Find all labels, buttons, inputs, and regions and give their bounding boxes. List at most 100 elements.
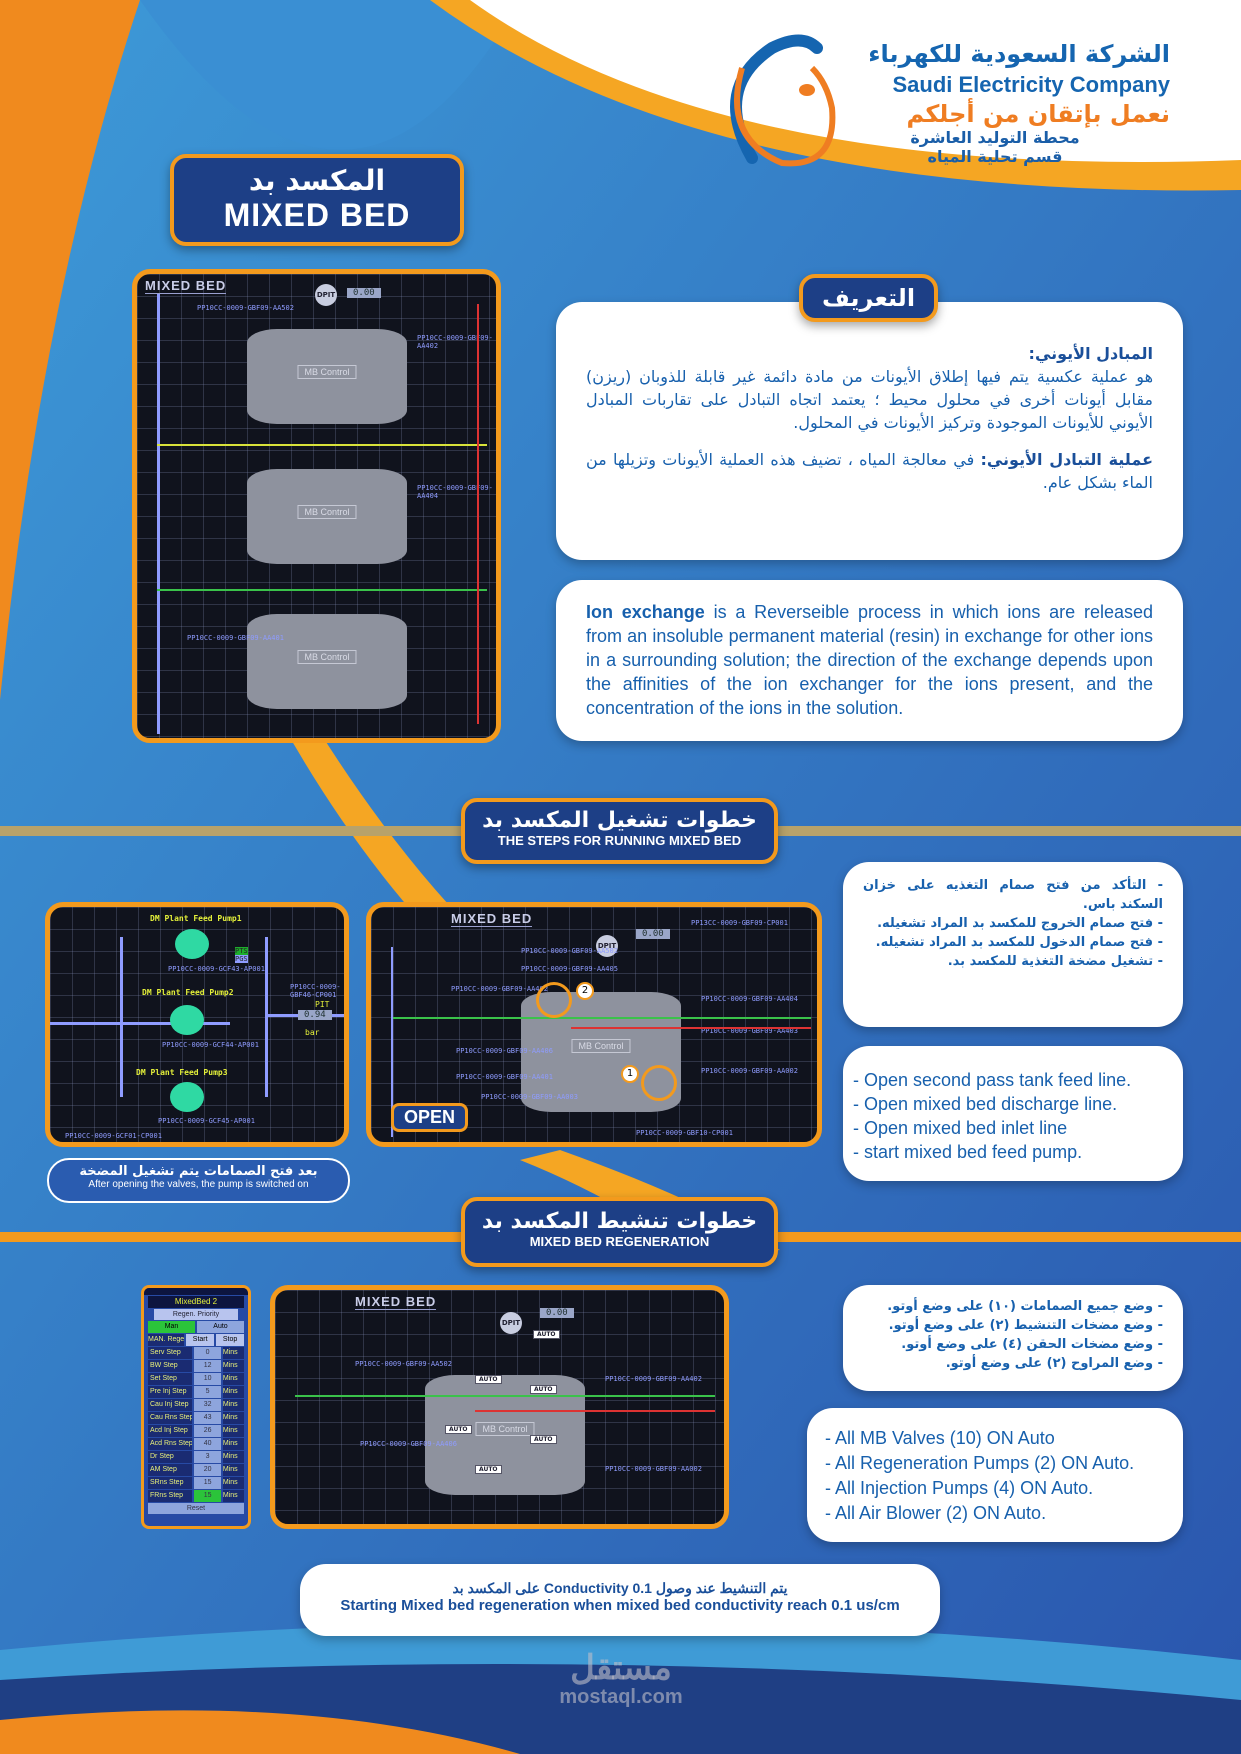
watermark: مستقل mostaql.com xyxy=(521,1650,721,1709)
step-minutes[interactable]: 12 xyxy=(194,1360,221,1372)
mb-control-label: MB Control xyxy=(297,649,357,664)
conductivity-note-en: Starting Mixed bed regeneration when mix… xyxy=(340,1597,900,1614)
auto-label: AUTO xyxy=(530,1435,557,1444)
pumps-caption-en: After opening the valves, the pump is sw… xyxy=(88,1179,309,1190)
step-name: Serv Step xyxy=(148,1347,193,1359)
step-en: - All MB Valves (10) ON Auto xyxy=(825,1428,1055,1448)
step-name: Acd Rns Step xyxy=(148,1438,193,1450)
step-name: Cau Inj Step xyxy=(148,1399,193,1411)
company-name-ar: الشركة السعودية للكهرباء xyxy=(868,40,1170,68)
watermark-ar: مستقل xyxy=(570,1649,672,1687)
scada-tag: PP10CC-0009-GBF09-AA002 xyxy=(605,1465,702,1473)
regen-priority-button[interactable]: Regen. Priority xyxy=(154,1309,238,1320)
pgs-indicator: PGS xyxy=(235,955,248,963)
step-minutes[interactable]: 5 xyxy=(194,1386,221,1398)
step-ar: - فتح صمام الدخول للمكسد بد المراد تشغيل… xyxy=(875,935,1163,950)
conductivity-note-ar: يتم التنشيط عند وصول Conductivity 0.1 عل… xyxy=(452,1580,788,1596)
dpit-gauge: DPIT xyxy=(500,1312,522,1334)
stop-button[interactable]: Stop xyxy=(216,1334,244,1346)
company-header: الشركة السعودية للكهرباء Saudi Electrici… xyxy=(860,40,1170,166)
step-name: FRns Step xyxy=(148,1490,193,1502)
auto-label: AUTO xyxy=(445,1425,472,1434)
scada-tag: PP10CC-0009-GBF10-CP001 xyxy=(636,1129,733,1137)
dpit-gauge: DPIT xyxy=(596,935,618,957)
valve-highlight-1 xyxy=(641,1065,677,1101)
step-name: BW Step xyxy=(148,1360,193,1372)
step-ar: - وضع مضخات التنشيط (٢) على وضع أوتو. xyxy=(888,1318,1163,1333)
scada-tag: PP10CC-0009-GBF09-AA405 xyxy=(521,965,618,973)
step-unit: Mins xyxy=(222,1477,244,1489)
reset-button[interactable]: Reset xyxy=(148,1503,244,1514)
company-name-en: Saudi Electricity Company xyxy=(892,72,1170,97)
step-ar: - وضع المراوح (٢) على وضع أوتو. xyxy=(945,1356,1163,1371)
pump-name: DM Plant Feed Pump2 xyxy=(142,988,234,997)
start-button[interactable]: Start xyxy=(186,1334,215,1346)
step-marker-2: 2 xyxy=(576,982,594,1000)
step-en: - Open second pass tank feed line. xyxy=(853,1070,1132,1090)
station-name: محطة التوليد العاشرة xyxy=(910,128,1080,147)
pit-label: PIT xyxy=(315,1000,330,1009)
scada-screenshot-mixed-bed-overview: MIXED BED DPIT 0.00 MB Control MB Contro… xyxy=(132,269,501,743)
step-minutes[interactable]: 3 xyxy=(194,1451,221,1463)
page-title: المكسد بد MIXED BED xyxy=(170,154,464,246)
scada-tag: PP10CC-0009-GBF09-AA406 xyxy=(456,1047,553,1055)
ion-exchange-heading: Ion exchange xyxy=(586,602,705,622)
step-unit: Mins xyxy=(222,1360,244,1372)
step-name: Cau Rns Step xyxy=(148,1412,193,1424)
pump-icon xyxy=(170,1005,204,1035)
step-en: - Open mixed bed inlet line xyxy=(853,1118,1068,1138)
step-name: AM Step xyxy=(148,1464,193,1476)
step-minutes[interactable]: 20 xyxy=(194,1464,221,1476)
watermark-en: mostaql.com xyxy=(559,1686,683,1708)
step-minutes[interactable]: 40 xyxy=(194,1438,221,1450)
pit-unit: bar xyxy=(305,1028,320,1037)
auto-label: AUTO xyxy=(475,1375,502,1384)
step-unit: Mins xyxy=(222,1412,244,1424)
auto-button[interactable]: Auto xyxy=(197,1321,244,1333)
step-en: - All Injection Pumps (4) ON Auto. xyxy=(825,1478,1094,1498)
scada-tag: PP10CC-0009-GBF09-AA002 xyxy=(701,1067,798,1075)
step-en: - All Air Blower (2) ON Auto. xyxy=(825,1503,1047,1523)
auto-label: AUTO xyxy=(475,1465,502,1474)
step-minutes[interactable]: 10 xyxy=(194,1373,221,1385)
mb-control-label: MB Control xyxy=(297,364,357,379)
panel-title: MixedBed 2 xyxy=(148,1296,244,1308)
pump-tag: PP10CC-0009-GCF45-AP001 xyxy=(158,1117,255,1125)
step-name: Acd Inj Step xyxy=(148,1425,193,1437)
step-unit: Mins xyxy=(222,1386,244,1398)
scada-tag: PP10CC-0009-GBF09-AA404 xyxy=(417,484,493,500)
running-title-en: THE STEPS FOR RUNNING MIXED BED xyxy=(497,833,742,848)
step-minutes[interactable]: 32 xyxy=(194,1399,221,1411)
step-minutes[interactable]: 15 xyxy=(194,1477,221,1489)
step-minutes[interactable]: 0 xyxy=(194,1347,221,1359)
step-en: - Open mixed bed discharge line. xyxy=(853,1094,1118,1114)
scada-tag: PP10CC-0009-GBF09-AA403 xyxy=(701,1027,798,1035)
step-ar: - فتح صمام الخروج للمكسد بد المراد تشغيل… xyxy=(877,916,1163,931)
open-badge: OPEN xyxy=(391,1103,469,1132)
pump-name: DM Plant Feed Pump3 xyxy=(136,1068,228,1077)
running-steps-en: - Open second pass tank feed line. - Open… xyxy=(843,1046,1183,1181)
man-regen-label: MAN. Regen xyxy=(148,1334,185,1346)
dpit-value: 0.00 xyxy=(540,1308,574,1318)
pts-indicator: PTS xyxy=(235,947,248,955)
man-button[interactable]: Man xyxy=(148,1321,195,1333)
conductivity-note: يتم التنشيط عند وصول Conductivity 0.1 عل… xyxy=(300,1564,940,1636)
step-minutes[interactable]: 43 xyxy=(194,1412,221,1424)
dpit-value: 0.00 xyxy=(636,929,670,939)
dpit-gauge: DPIT xyxy=(315,284,337,306)
mb-control-label: MB Control xyxy=(297,504,357,519)
auto-label: AUTO xyxy=(533,1330,560,1339)
step-name: Dr Step xyxy=(148,1451,193,1463)
ion-exchange-process-text: في معالجة المياه ، تضيف هذه العملية الأي… xyxy=(586,450,1153,492)
scada-tag: PP10CC-0009-GBF09-AA406 xyxy=(360,1440,457,1448)
step-minutes[interactable]: 15 xyxy=(194,1490,221,1502)
ion-exchanger-text: هو عملية عكسية يتم فيها إطلاق الأيونات م… xyxy=(586,367,1153,432)
step-minutes[interactable]: 26 xyxy=(194,1425,221,1437)
regen-title-en: MIXED BED REGENERATION xyxy=(529,1234,710,1249)
pit-tag: PP10CC-0009-GBF46-CP001 xyxy=(290,983,341,999)
scada-tag: PP13CC-0009-GBF09-CP001 xyxy=(691,919,788,927)
